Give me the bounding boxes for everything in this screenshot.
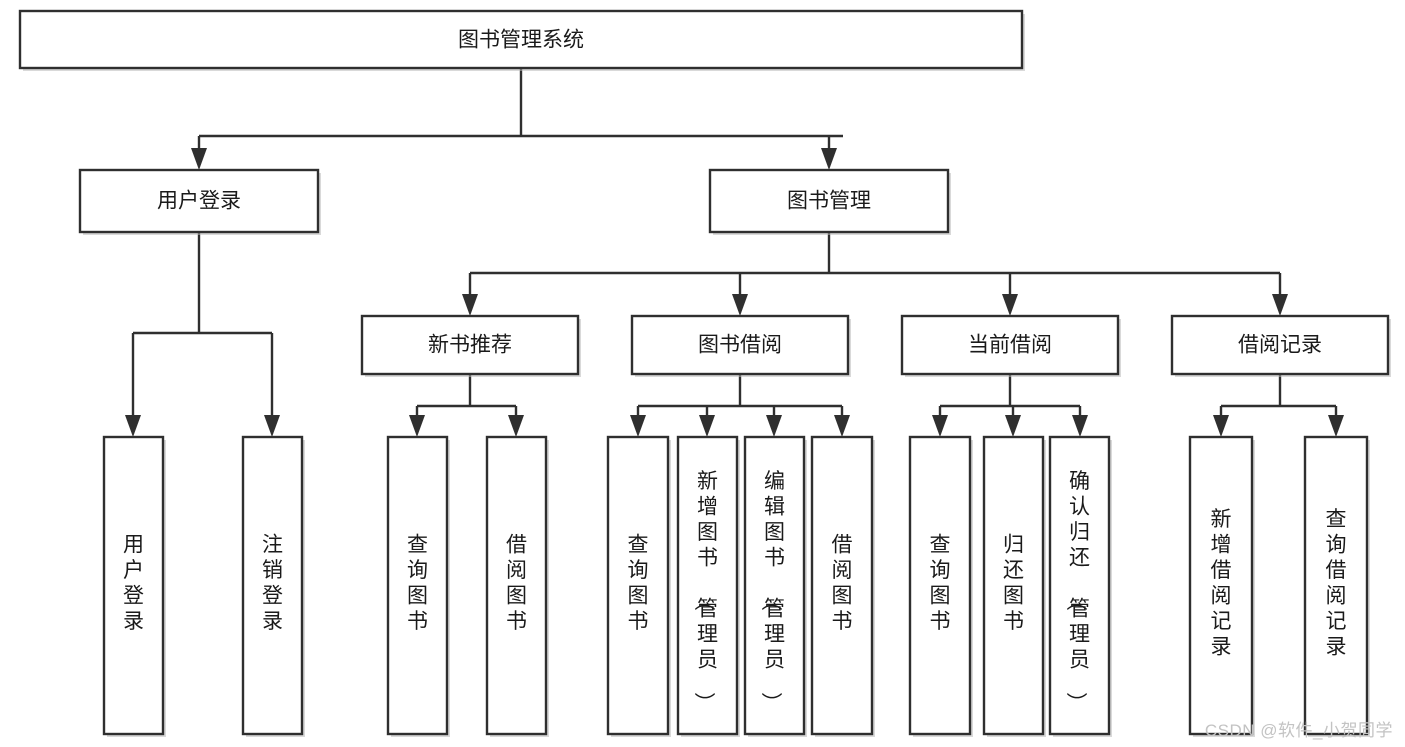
- edge-layer: [125, 68, 1344, 437]
- node-leaf-query-book-borrow[interactable]: 查询图书: [606, 435, 671, 737]
- node-leaf-query-record[interactable]: 查询借阅记录: [1303, 435, 1370, 737]
- node-layer: 图书管理系统 用户登录 图书管理 新书推荐: [18, 9, 1391, 737]
- node-leaf-confirm-return[interactable]: 确认归还（管理员）: [1048, 435, 1112, 737]
- node-leaf-query-record-box: [1303, 435, 1369, 736]
- node-leaf-confirm-return-label: 确认归还（管理员）: [1064, 470, 1090, 713]
- node-leaf-query-book-rec-label: 查询图书: [407, 534, 428, 634]
- node-new-book-rec[interactable]: 新书推荐: [360, 314, 581, 377]
- node-book-manage-label: 图书管理: [787, 190, 871, 213]
- node-leaf-query-book-borrow-label: 查询图书: [628, 534, 649, 634]
- node-leaf-add-record[interactable]: 新增借阅记录: [1188, 435, 1255, 737]
- node-leaf-logout[interactable]: 注销登录: [241, 435, 305, 737]
- node-leaf-edit-book[interactable]: 编辑图书（管理员）: [743, 435, 807, 737]
- leaf-node-layer: 用户登录 注销登录 查询图书 借阅图书 查询图书 新增图书（管理员） 编辑图书（管理员） 借阅…: [102, 435, 1370, 737]
- node-borrow-record[interactable]: 借阅记录: [1170, 314, 1391, 377]
- node-root-box: [18, 9, 1024, 70]
- node-leaf-user-login-label: 用户登录: [123, 534, 144, 634]
- arrowhead-to-leaf-borrow-book: [834, 415, 850, 437]
- node-user-login-label: 用户登录: [157, 190, 241, 213]
- arrowhead-to-leaf-query-book-borrow: [630, 415, 646, 437]
- node-leaf-query-book-current[interactable]: 查询图书: [908, 435, 973, 737]
- node-leaf-logout-box: [241, 435, 304, 736]
- node-leaf-query-book-rec[interactable]: 查询图书: [386, 435, 450, 737]
- node-leaf-query-book-current-box: [908, 435, 972, 736]
- node-leaf-return-book-box: [982, 435, 1045, 736]
- node-leaf-user-login[interactable]: 用户登录: [102, 435, 166, 737]
- node-leaf-query-book-rec-box: [386, 435, 449, 736]
- arrowhead-to-leaf-add-record: [1213, 415, 1229, 437]
- node-book-borrow-label: 图书借阅: [698, 334, 782, 357]
- node-borrow-record-label: 借阅记录: [1238, 334, 1322, 357]
- arrowhead-to-book-manage: [821, 148, 837, 170]
- edge-userlogin-to-bus: [131, 232, 274, 425]
- node-leaf-query-book-borrow-box: [606, 435, 670, 736]
- node-leaf-borrow-book-rec-label: 借阅图书: [506, 534, 527, 634]
- node-leaf-borrow-book-rec-box: [485, 435, 548, 736]
- node-leaf-add-record-label: 新增借阅记录: [1211, 508, 1232, 659]
- csdn-watermark: CSDN @软件_小贺同学: [1204, 721, 1393, 740]
- node-new-book-rec-box: [360, 314, 580, 376]
- arrowhead-to-leaf-user-login: [125, 415, 141, 437]
- node-leaf-add-book-label: 新增图书（管理员）: [692, 470, 718, 713]
- node-leaf-logout-label: 注销登录: [262, 534, 283, 634]
- arrowhead-to-leaf-add-book: [699, 415, 715, 437]
- node-leaf-borrow-book-box: [810, 435, 874, 736]
- node-current-borrow-box: [900, 314, 1120, 376]
- node-leaf-add-book[interactable]: 新增图书（管理员）: [676, 435, 740, 737]
- node-book-manage[interactable]: 图书管理: [708, 168, 951, 235]
- node-leaf-confirm-return-box: [1048, 435, 1111, 736]
- node-user-login-box: [78, 168, 320, 234]
- node-leaf-borrow-book-label: 借阅图书: [832, 534, 853, 634]
- arrowhead-to-borrow-record: [1272, 294, 1288, 316]
- node-leaf-borrow-book[interactable]: 借阅图书: [810, 435, 875, 737]
- node-book-borrow-box: [630, 314, 850, 376]
- arrowhead-to-book-borrow: [732, 294, 748, 316]
- arrowhead-to-user-login: [191, 148, 207, 170]
- node-new-book-rec-label: 新书推荐: [428, 334, 512, 357]
- arrowhead-to-leaf-borrow-book-rec: [508, 415, 524, 437]
- arrowhead-to-new-book-rec: [462, 294, 478, 316]
- node-book-borrow[interactable]: 图书借阅: [630, 314, 851, 377]
- arrowhead-to-current-borrow: [1002, 294, 1018, 316]
- arrowhead-to-leaf-query-book-rec: [409, 415, 425, 437]
- node-leaf-query-record-label: 查询借阅记录: [1326, 508, 1347, 659]
- edge-newbookrec-to-leaves: [415, 374, 518, 425]
- arrowhead-to-leaf-query-book-current: [932, 415, 948, 437]
- edge-bookmanage-to-bus: [468, 232, 1282, 304]
- node-leaf-add-book-box: [676, 435, 739, 736]
- node-current-borrow[interactable]: 当前借阅: [900, 314, 1121, 377]
- arrowhead-to-leaf-logout: [264, 415, 280, 437]
- node-leaf-edit-book-box: [743, 435, 806, 736]
- edge-root-to-bus: [197, 68, 843, 158]
- node-leaf-query-book-current-label: 查询图书: [930, 534, 951, 634]
- arrowhead-to-leaf-query-record: [1328, 415, 1344, 437]
- edge-borrowrecord-to-leaves: [1219, 374, 1338, 425]
- node-leaf-borrow-book-rec[interactable]: 借阅图书: [485, 435, 549, 737]
- arrowhead-to-leaf-return-book: [1005, 415, 1021, 437]
- node-current-borrow-label: 当前借阅: [968, 334, 1052, 357]
- node-leaf-return-book[interactable]: 归还图书: [982, 435, 1046, 737]
- node-root[interactable]: 图书管理系统: [18, 9, 1025, 71]
- node-leaf-user-login-box: [102, 435, 165, 736]
- node-borrow-record-box: [1170, 314, 1390, 376]
- node-book-manage-box: [708, 168, 950, 234]
- node-leaf-return-book-label: 归还图书: [1003, 534, 1024, 634]
- node-user-login[interactable]: 用户登录: [78, 168, 321, 235]
- edge-bookborrow-to-leaves: [636, 374, 844, 425]
- node-root-label: 图书管理系统: [458, 29, 584, 52]
- arrowhead-to-leaf-confirm-return: [1072, 415, 1088, 437]
- node-leaf-edit-book-label: 编辑图书（管理员）: [759, 470, 785, 713]
- node-leaf-add-record-box: [1188, 435, 1254, 736]
- arrowhead-to-leaf-edit-book: [766, 415, 782, 437]
